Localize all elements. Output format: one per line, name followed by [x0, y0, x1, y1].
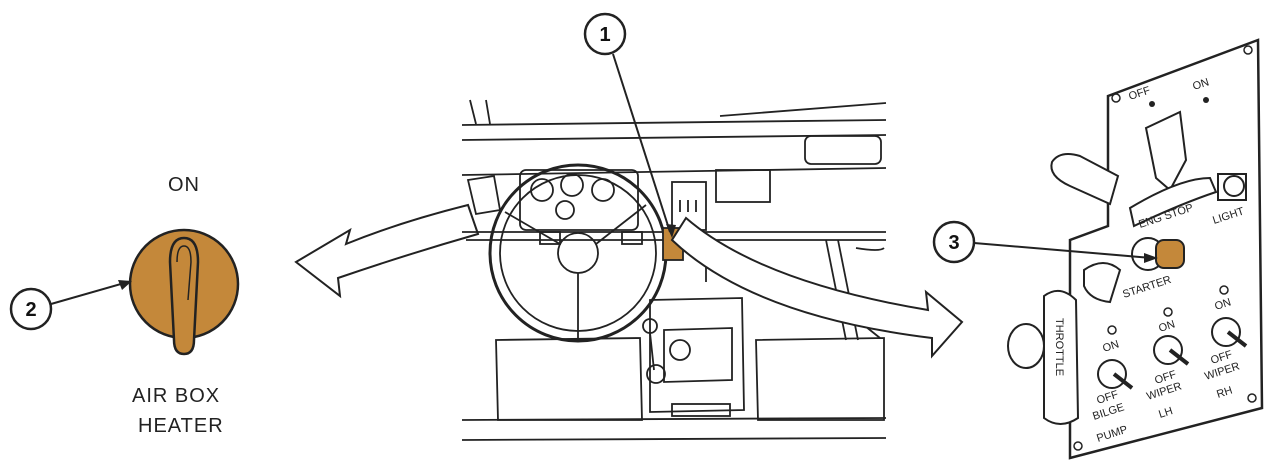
callout-3-number: 3 — [948, 232, 959, 254]
throttle-label: THROTTLE — [1053, 318, 1065, 376]
arrow-to-right — [672, 218, 962, 356]
callout-1: 1 — [585, 14, 676, 238]
callout-1-number: 1 — [599, 24, 610, 46]
dashboard-illustration — [462, 100, 886, 440]
air-box-heater-name-line2: HEATER — [138, 415, 224, 438]
arrow-to-left — [296, 205, 478, 296]
air-box-heater-name-line1: AIR BOX — [132, 385, 220, 408]
air-box-heater-on-label: ON — [168, 174, 200, 197]
callout-2: 2 — [11, 280, 132, 329]
switch-lever — [170, 238, 198, 354]
starter-button-highlight — [1156, 240, 1184, 268]
air-box-heater-switch — [130, 230, 238, 354]
callout-2-number: 2 — [25, 299, 36, 321]
